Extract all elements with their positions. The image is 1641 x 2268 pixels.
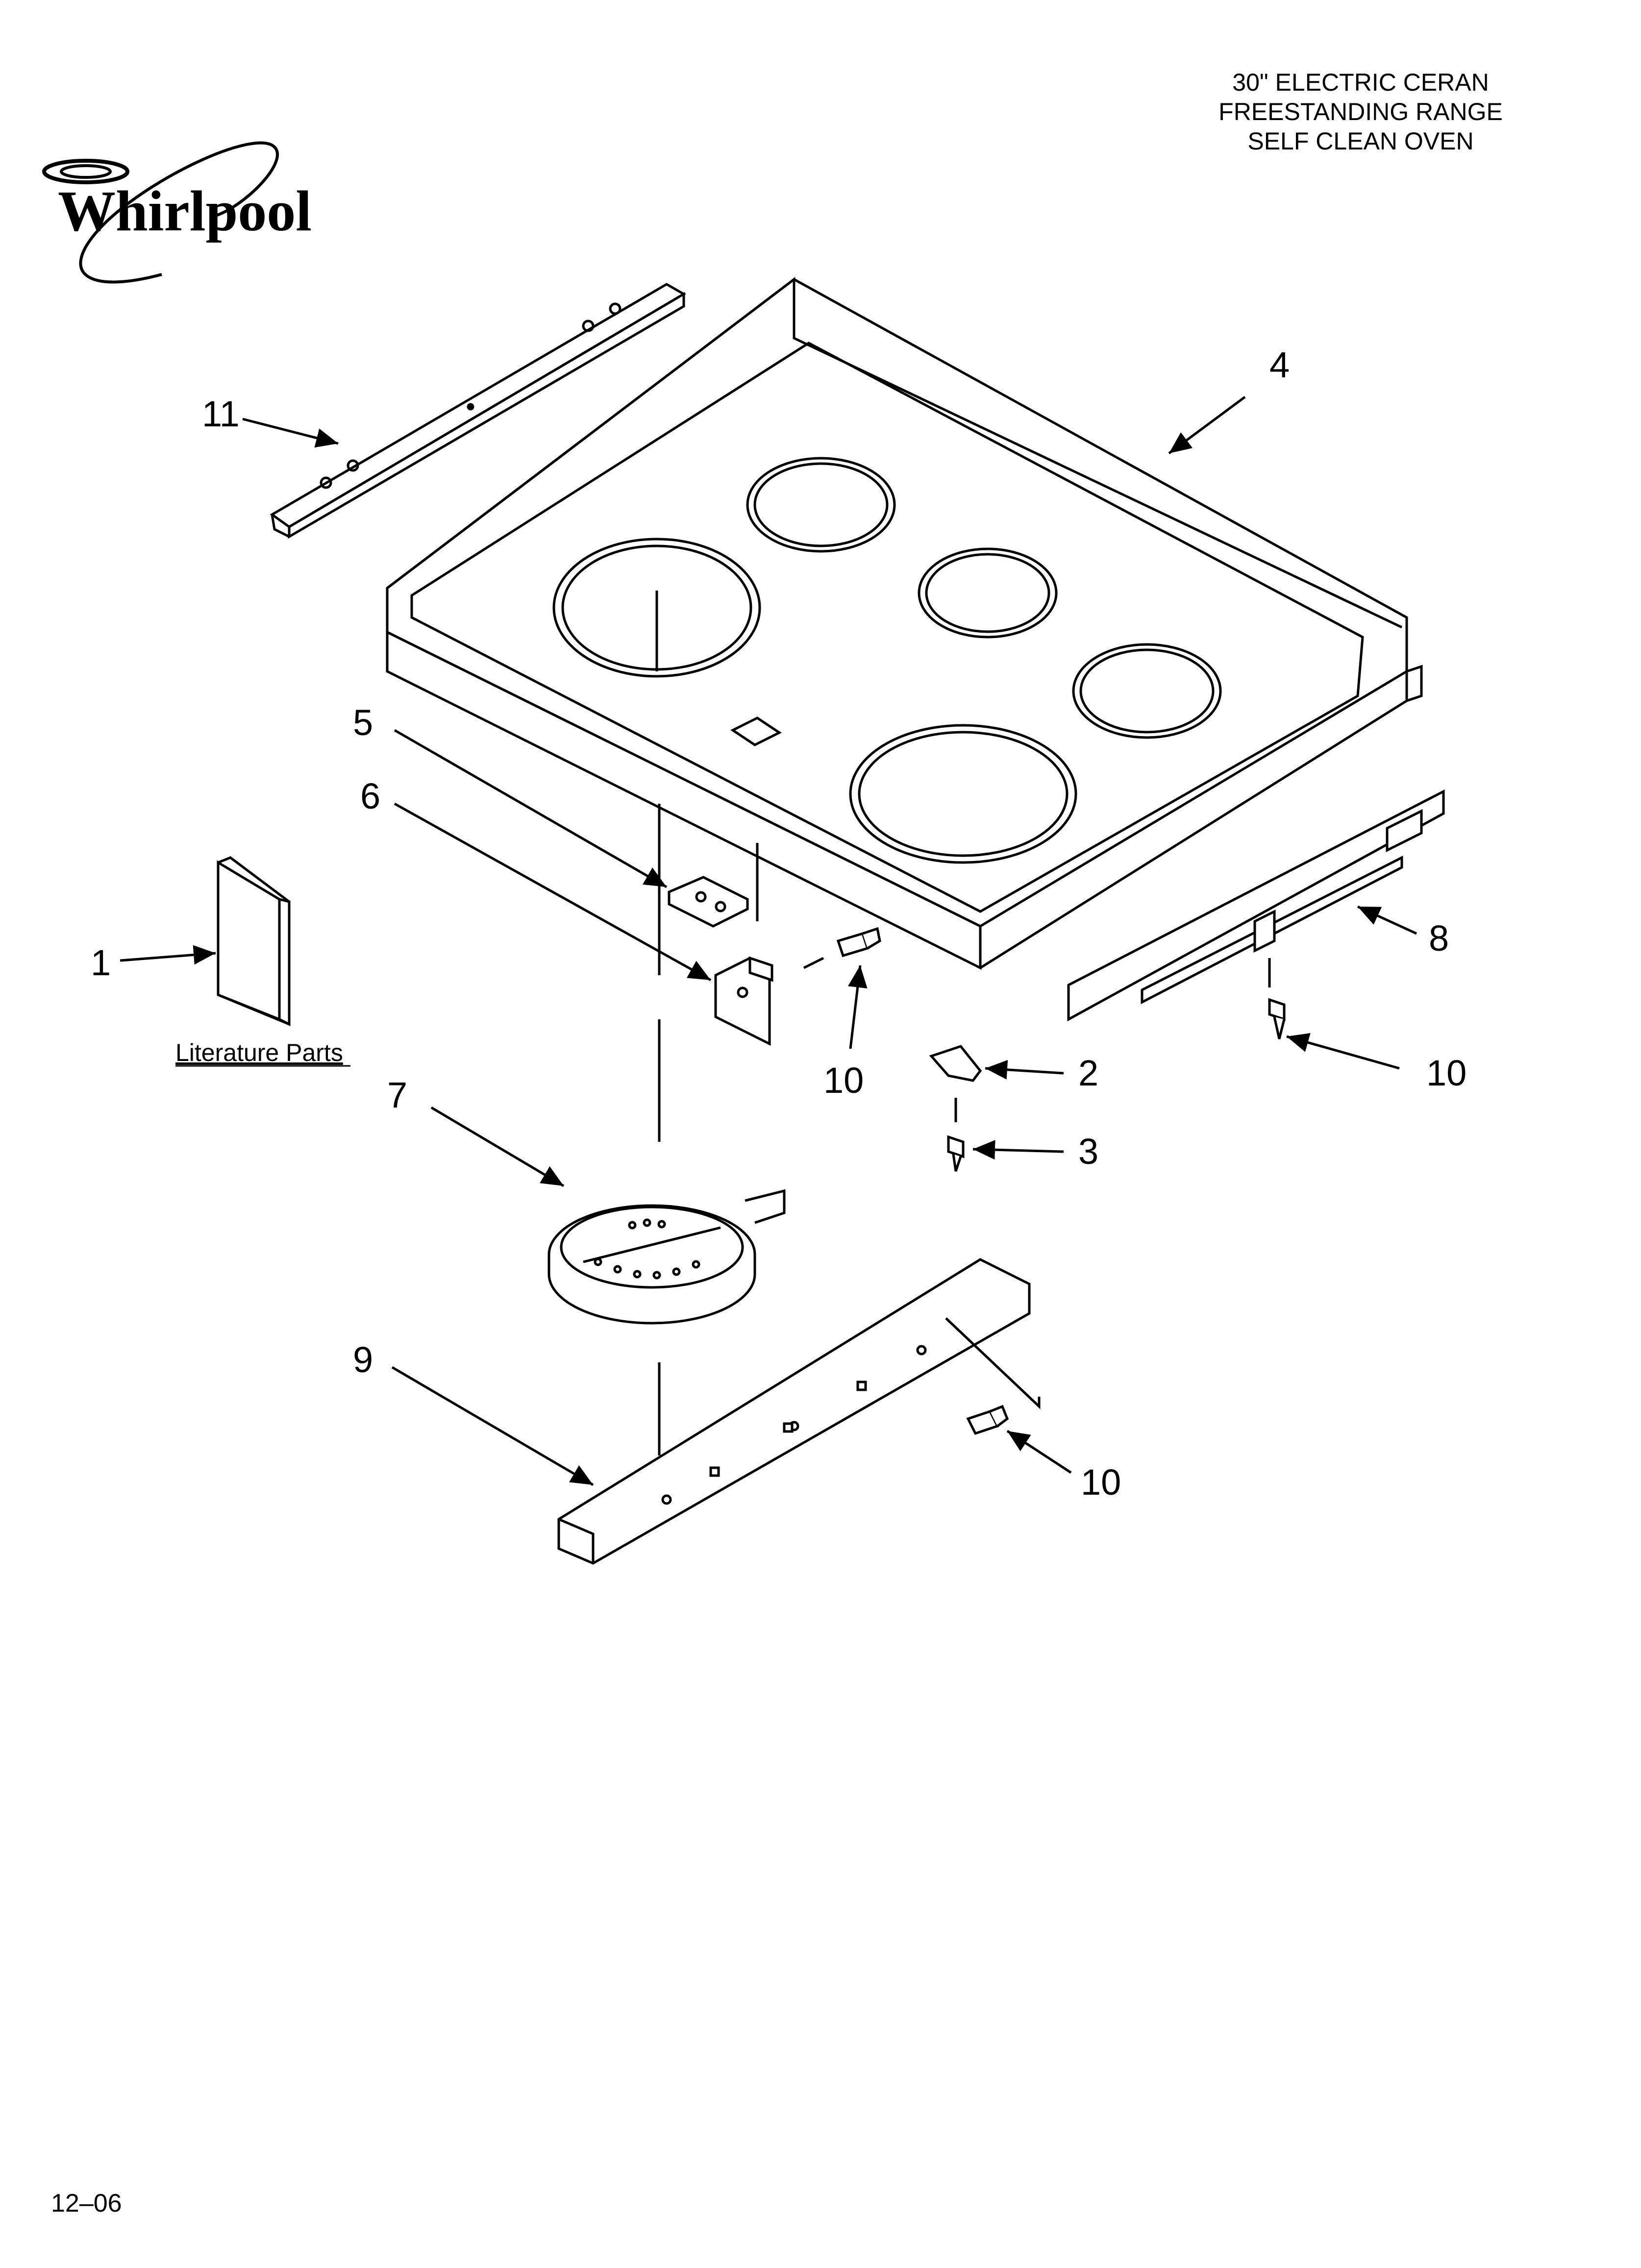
burner-large-front <box>849 724 1077 864</box>
part-2-clip <box>929 1045 982 1122</box>
callout-7: 7 <box>387 1075 407 1115</box>
callout-11: 11 <box>202 394 240 434</box>
callout-2: 2 <box>1078 1053 1098 1093</box>
part-9-support-bar <box>557 1258 1041 1565</box>
logo-wordmark: Whirlpool <box>58 179 312 243</box>
whirlpool-logo: Whirlpool <box>42 141 312 284</box>
footer-code: 12–06 <box>51 2189 122 2218</box>
header-line-1: 30" ELECTRIC CERAN <box>1232 69 1489 96</box>
screw-icon <box>947 1135 965 1172</box>
diagram-header: 30" ELECTRIC CERAN FREESTANDING RANGE SE… <box>1140 68 1581 156</box>
part-11-rear-bracket <box>270 283 686 539</box>
callout-8: 8 <box>1429 918 1449 959</box>
part-7-radiant-element <box>547 1189 786 1325</box>
leader-lines <box>120 395 1417 1486</box>
part-4-ceran-cooktop <box>386 276 1423 970</box>
callout-numbers: 11 4 5 6 1 10 10 8 2 3 7 9 10 <box>91 345 1467 1503</box>
part-5-switch <box>668 876 749 928</box>
part-8-front-bracket <box>1067 789 1445 1022</box>
header-line-2: FREESTANDING RANGE <box>1218 98 1503 125</box>
callout-9: 9 <box>353 1339 373 1380</box>
burner-center <box>918 547 1058 639</box>
logo-swirl-icon <box>42 159 129 184</box>
literature-parts-label: Literature Parts <box>175 1039 343 1066</box>
callout-10-upper: 10 <box>823 1060 864 1101</box>
screw-icon <box>966 1405 1009 1435</box>
callout-3: 3 <box>1078 1131 1098 1172</box>
callout-1: 1 <box>91 942 111 983</box>
callout-10-right: 10 <box>1426 1053 1467 1093</box>
hot-surface-indicator <box>730 716 782 746</box>
burner-rear-right <box>1072 643 1222 739</box>
burner-large-left <box>552 538 761 678</box>
screw-icon <box>836 927 881 958</box>
callout-4: 4 <box>1269 345 1290 385</box>
part-1-literature <box>217 856 291 1027</box>
alignment-line <box>803 957 824 969</box>
callout-5: 5 <box>353 702 373 743</box>
burner-rear-left <box>746 457 896 553</box>
callout-6: 6 <box>360 776 380 816</box>
screw-icon <box>1268 998 1286 1039</box>
part-6-bracket <box>714 956 773 1046</box>
header-line-3: SELF CLEAN OVEN <box>1247 127 1474 155</box>
callout-10-lower: 10 <box>1081 1462 1121 1503</box>
